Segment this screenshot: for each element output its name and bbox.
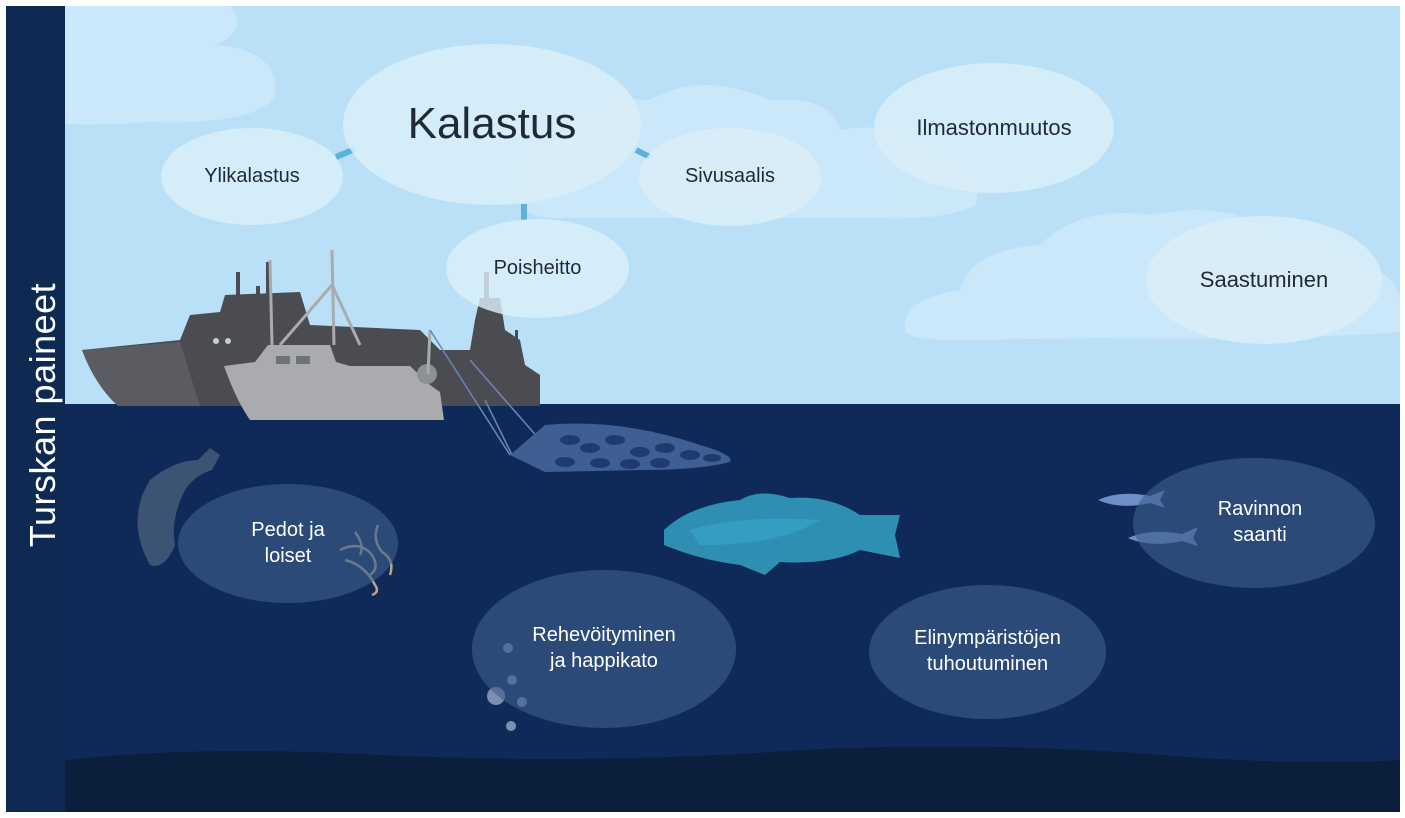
bubble-sivusaalis-label: Sivusaalis (684, 165, 776, 188)
bubble-rehevoityminen-label: Rehevöityminen ja happikato (532, 624, 676, 672)
bubble-ilmastonmuutos-label: Ilmastonmuutos (916, 114, 1072, 140)
bubble-pedot-ja-loiset-label: Pedot ja loiset (251, 518, 325, 567)
bubble-pedot-ja-loiset: Pedot ja loiset (178, 484, 398, 603)
bubble-kalastus-label: Kalastus (407, 99, 577, 149)
bubble-elinymparistojen-label: Elinympäristöjen tuhoutuminen (914, 627, 1061, 675)
bubble-rehevoityminen: Rehevöityminen ja happikato (472, 570, 736, 728)
sidebar-title: Turskan paineet (22, 282, 63, 548)
bubble-saastuminen-label: Saastuminen (1199, 266, 1329, 292)
bubble-ylikalastus-label: Ylikalastus (204, 164, 300, 187)
bubble-ylikalastus: Ylikalastus (161, 128, 343, 225)
cod-fish-illustration (664, 493, 900, 575)
bubble-ilmastonmuutos: Ilmastonmuutos (874, 63, 1114, 193)
seal-illustration (137, 448, 220, 566)
sidebar: Turskan paineet (6, 6, 65, 812)
bubble-elinymparistojen-tuhoutuminen: Elinympäristöjen tuhoutuminen (869, 585, 1106, 719)
bubble-sivusaalis: Sivusaalis (639, 128, 821, 226)
bubble-ravinnon-saanti-label: Ravinnon saanti (1217, 498, 1303, 546)
bubble-kalastus: Kalastus (343, 44, 641, 205)
trawl-net-illustration (429, 329, 731, 472)
seabed (65, 746, 1400, 812)
bubble-ravinnon-saanti: Ravinnon saanti (1133, 458, 1375, 588)
bubble-saastuminen: Saastuminen (1146, 216, 1382, 344)
fishing-boat-illustration (224, 249, 444, 420)
bubble-poisheitto-label: Poisheitto (493, 256, 582, 279)
bubble-poisheitto: Poisheitto (446, 219, 629, 318)
